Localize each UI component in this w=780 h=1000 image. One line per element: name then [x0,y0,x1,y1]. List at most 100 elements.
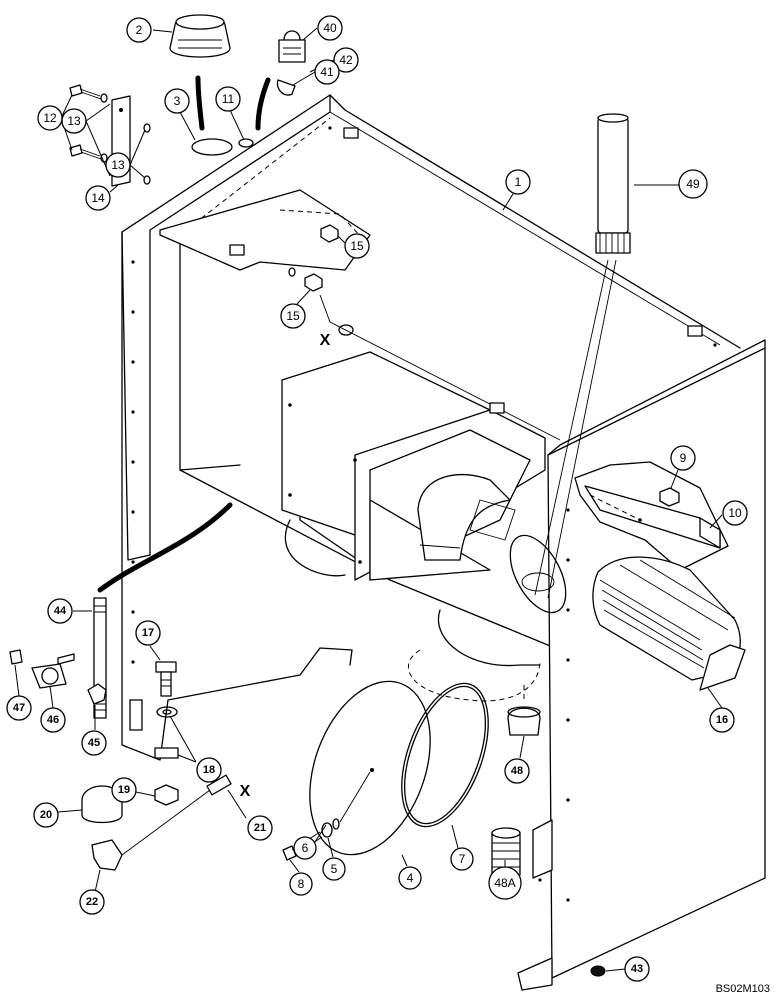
svg-text:13: 13 [111,158,125,172]
callout-19: 19 [111,777,137,803]
callout-40: 40 [317,15,343,41]
svg-text:22: 22 [86,896,98,908]
svg-text:1: 1 [515,175,522,189]
drain-valve [31,653,75,689]
svg-text:48A: 48A [494,876,515,890]
return-housing [281,351,546,581]
callout-8: 8 [289,872,313,896]
callout-13b: 13 [105,152,131,178]
callout-6: 6 [293,836,317,860]
callout-11: 11 [215,86,241,112]
svg-text:41: 41 [320,65,334,79]
callout-14: 14 [85,185,111,211]
callout-10: 10 [722,500,748,526]
svg-text:2: 2 [136,23,143,37]
breather-tube [509,113,631,614]
drawing-number: BS02M103 [716,983,770,995]
callout-13a: 13 [61,108,87,134]
callout-2: 2 [126,17,152,43]
callout-1: 1 [505,169,531,195]
x-marker-upper: X [320,332,331,349]
callout-18: 18 [196,757,222,783]
svg-text:16: 16 [716,714,728,726]
callout-48: 48 [504,758,530,784]
svg-text:46: 46 [47,714,59,726]
callout-4: 4 [398,866,422,890]
callout-17: 17 [135,620,161,646]
cap-gasket [191,138,233,156]
svg-text:19: 19 [118,784,130,796]
callout-15b: 15 [280,303,306,329]
callout-22: 22 [79,889,105,915]
pipe-cap [9,649,23,665]
cover-plate [309,680,431,856]
svg-text:21: 21 [254,822,266,834]
svg-text:5: 5 [331,862,338,876]
svg-text:6: 6 [302,841,309,855]
callout-16: 16 [709,707,735,733]
svg-text:9: 9 [680,451,687,465]
svg-text:3: 3 [174,94,181,108]
cap-retainer-cable [195,75,205,131]
callout-9: 9 [670,445,696,471]
cover-gasket [401,682,489,828]
svg-text:17: 17 [142,627,154,639]
assembly-line [121,789,211,856]
baffle-nut [659,487,680,507]
callout-42: 42 [333,47,359,73]
svg-text:43: 43 [631,963,643,975]
drain-hose [97,502,233,593]
svg-text:47: 47 [13,702,25,714]
callout-12: 12 [37,105,63,131]
baffle-bracket [574,461,729,571]
svg-text:18: 18 [203,764,215,776]
callout-15a: 15 [344,233,370,259]
callout-48A: 48A [488,866,522,900]
callout-47: 47 [6,695,32,721]
svg-text:11: 11 [222,92,235,106]
svg-text:8: 8 [298,877,305,891]
filter-element [592,556,746,691]
callout-5: 5 [322,857,346,881]
padlock [278,30,306,63]
callout-41: 41 [314,59,340,85]
svg-text:45: 45 [88,737,100,749]
callout-20: 20 [33,802,59,828]
nut [154,784,179,806]
elbow-fitting-small [87,683,107,705]
bolts [69,84,108,163]
svg-text:14: 14 [91,191,105,205]
drain-plug [590,965,606,977]
callout-43: 43 [624,956,650,982]
small-o-ring [238,138,254,148]
svg-text:20: 20 [40,809,52,821]
svg-text:10: 10 [728,506,742,520]
mount-bolt [155,661,177,697]
elbow-fitting [91,839,123,871]
svg-text:44: 44 [54,605,67,617]
svg-text:12: 12 [43,111,57,125]
nut-upper [320,224,339,243]
lock-hasp [276,79,296,96]
svg-text:42: 42 [339,53,353,67]
svg-text:15: 15 [286,309,300,323]
x-marker-lower: X [240,783,251,800]
svg-text:13: 13 [67,114,81,128]
filler-cap [169,14,231,58]
svg-text:40: 40 [323,21,337,35]
svg-text:15: 15 [350,239,364,253]
nut-lower [304,273,323,292]
lock-cable [255,77,271,131]
callout-21: 21 [247,815,273,841]
callout-45: 45 [81,730,107,756]
svg-text:49: 49 [686,177,700,191]
callout-3: 3 [164,88,190,114]
svg-text:7: 7 [459,852,466,866]
svg-text:4: 4 [407,871,414,885]
svg-text:48: 48 [511,765,523,777]
callout-7: 7 [450,847,474,871]
callout-44: 44 [47,598,73,624]
plug [507,706,541,736]
callout-49: 49 [678,169,708,199]
